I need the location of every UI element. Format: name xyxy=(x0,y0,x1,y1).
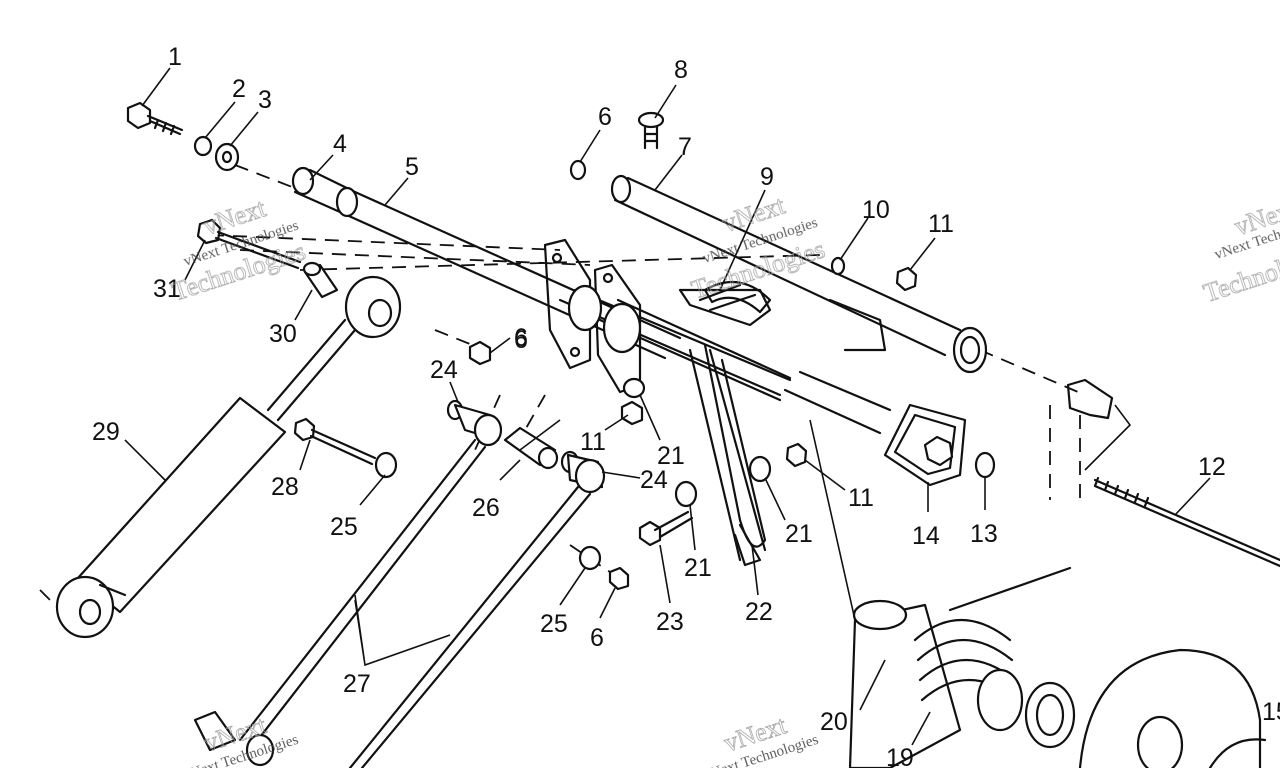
callout-1: 1 xyxy=(168,43,182,71)
callout-6d: 6 xyxy=(514,326,528,354)
tube-part-7 xyxy=(569,159,988,374)
roller-part-19-20 xyxy=(848,566,1267,768)
callout-30: 30 xyxy=(269,320,297,348)
callout-11c: 11 xyxy=(848,484,874,512)
callout-11b: 11 xyxy=(580,428,606,456)
bolt-part-31 xyxy=(196,218,302,270)
callout-21a: 21 xyxy=(657,442,685,470)
washer-part-13 xyxy=(974,451,996,479)
callout-22: 22 xyxy=(745,598,773,626)
callout-19: 19 xyxy=(886,744,914,768)
bolt-part-28 xyxy=(293,417,377,466)
callout-13: 13 xyxy=(970,520,998,548)
axle-tube-part-4-5 xyxy=(291,166,892,435)
nut-part-6c xyxy=(608,566,630,591)
callout-27: 27 xyxy=(343,670,371,698)
callout-25a: 25 xyxy=(330,513,358,541)
callout-24a: 24 xyxy=(430,356,458,384)
callout-3: 3 xyxy=(258,86,272,114)
washer-part-25b xyxy=(578,545,602,571)
leader-lines xyxy=(124,67,1211,746)
nut-part-11 xyxy=(895,266,918,292)
block-part-14 xyxy=(883,403,967,487)
callout-21c: 21 xyxy=(684,554,712,582)
washer-part-25a xyxy=(374,451,398,479)
callout-6: 6 xyxy=(598,103,612,131)
bracket-top-right xyxy=(1066,378,1114,420)
callout-12: 12 xyxy=(1198,453,1226,481)
callout-10: 10 xyxy=(862,196,890,224)
washer-part-21c xyxy=(748,455,772,483)
callout-21b: 21 xyxy=(785,520,813,548)
link-arm-part-24-27 xyxy=(193,399,606,768)
callout-8: 8 xyxy=(674,56,688,84)
bolt-part-1 xyxy=(126,101,184,136)
callout-2: 2 xyxy=(232,75,246,103)
callout-20: 20 xyxy=(820,708,848,736)
clip-part-9 xyxy=(703,280,772,314)
callout-28: 28 xyxy=(271,473,299,501)
washer-part-21b xyxy=(674,480,698,508)
callout-29: 29 xyxy=(92,418,120,446)
callout-15: 15 xyxy=(1262,698,1280,726)
frame-bracket xyxy=(543,238,887,567)
washer-part-21a xyxy=(622,377,646,399)
spacer-part-30 xyxy=(302,261,339,299)
callout-6c: 6 xyxy=(590,624,604,652)
callout-11: 11 xyxy=(928,210,954,238)
callout-9: 9 xyxy=(760,163,774,191)
shock-absorber-part-29 xyxy=(55,275,402,639)
callout-24b: 24 xyxy=(640,466,668,494)
nut-part-11c xyxy=(785,442,808,468)
callout-6b: 6 xyxy=(514,324,528,352)
callout-numbers: 1 2 3 4 5 6 7 8 9 10 11 12 13 14 6 29 30… xyxy=(92,43,1280,768)
callout-7: 7 xyxy=(678,133,692,161)
rod-part-12 xyxy=(1093,476,1280,568)
nut-part-6a xyxy=(468,340,492,366)
callout-23: 23 xyxy=(656,608,684,636)
callout-4: 4 xyxy=(333,130,347,158)
callout-5: 5 xyxy=(405,153,419,181)
bolt-part-23 xyxy=(638,510,694,547)
spacer-part-26 xyxy=(503,426,559,470)
callout-31: 31 xyxy=(153,275,181,303)
callout-14: 14 xyxy=(912,522,940,550)
washer-part-10 xyxy=(830,256,846,276)
nut-part-11b xyxy=(620,400,644,426)
callout-26: 26 xyxy=(472,494,500,522)
washer-part-2 xyxy=(193,135,213,157)
bolt-part-8 xyxy=(637,111,665,150)
callout-25b: 25 xyxy=(540,610,568,638)
